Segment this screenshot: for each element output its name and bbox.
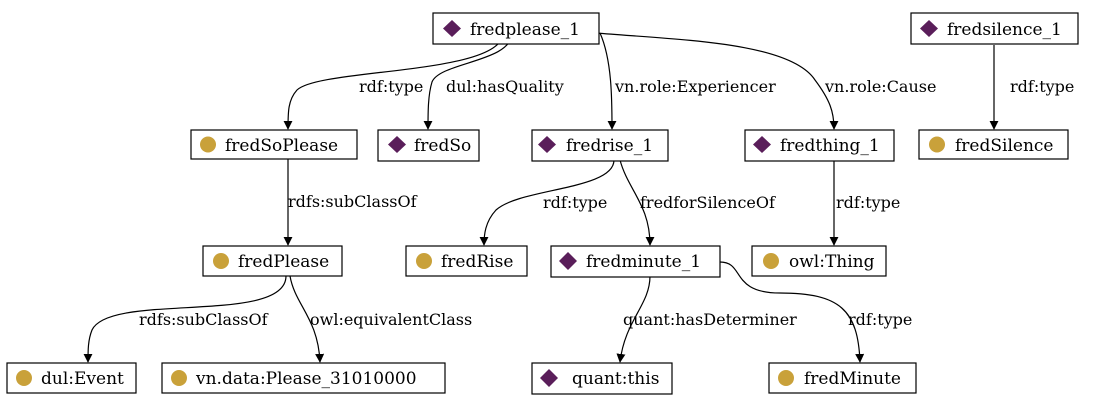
- diamond-icon: [559, 252, 577, 270]
- circle-icon: [778, 370, 794, 386]
- diamond-icon: [443, 20, 461, 37]
- edge-e7: [479, 159, 615, 246]
- circle-icon: [929, 136, 945, 153]
- node-label: owl:Thing: [789, 252, 875, 272]
- diamond-icon: [920, 20, 938, 37]
- node-fredrise_1[interactable]: fredrise_1: [531, 129, 669, 162]
- edge-label-e2: dul:hasQuality: [446, 77, 564, 96]
- node-fredsilence_1[interactable]: fredsilence_1: [910, 12, 1079, 45]
- edge-label-e12: quant:hasDeterminer: [623, 310, 797, 329]
- circle-icon: [416, 253, 432, 269]
- node-label: fredMinute: [804, 369, 901, 389]
- node-label: quant:this: [572, 369, 659, 389]
- node-fredPlease[interactable]: fredPlease: [202, 245, 343, 277]
- diamond-icon: [388, 136, 406, 153]
- circle-icon: [16, 370, 32, 386]
- node-label: fredSilence: [955, 136, 1053, 156]
- edge-e4: [595, 32, 839, 130]
- node-owl-thing[interactable]: owl:Thing: [751, 245, 887, 277]
- edge-label-e1: rdf:type: [359, 77, 423, 96]
- node-label: fredSoPlease: [225, 136, 338, 156]
- edge-label-e8: fredforSilenceOf: [640, 193, 776, 212]
- edge-label-e11: owl:equivalentClass: [310, 310, 472, 329]
- node-quant-this[interactable]: quant:this: [531, 362, 673, 395]
- node-fredSoPlease[interactable]: fredSoPlease: [190, 129, 358, 160]
- node-label: fredSo: [414, 136, 471, 156]
- node-fredplease_1[interactable]: fredplease_1: [432, 12, 600, 45]
- node-label: fredthing_1: [780, 136, 880, 156]
- node-label: fredrise_1: [566, 136, 653, 156]
- edge-label-e5: rdf:type: [1010, 77, 1074, 96]
- edge-e3: [599, 32, 617, 130]
- node-label: fredminute_1: [586, 252, 701, 272]
- edge-label-e13: rdf:type: [848, 310, 912, 329]
- diamond-icon: [540, 369, 558, 387]
- edge-label-e10: rdfs:subClassOf: [139, 310, 269, 329]
- node-vn-data-please[interactable]: vn.data:Please_31010000: [161, 362, 446, 394]
- node-fredRise[interactable]: fredRise: [405, 245, 528, 277]
- circle-icon: [200, 136, 216, 153]
- node-label: fredsilence_1: [947, 20, 1062, 40]
- node-fredSo[interactable]: fredSo: [377, 129, 480, 162]
- edge-label-e9: rdf:type: [836, 193, 900, 212]
- node-dul-event[interactable]: dul:Event: [6, 362, 137, 394]
- nodes: fredplease_1 fredsilence_1 fredSoPlease …: [6, 12, 1079, 395]
- circle-icon: [171, 370, 187, 386]
- edge-e10: [83, 275, 287, 363]
- circle-icon: [763, 253, 779, 269]
- edge-e1: [283, 32, 504, 130]
- node-fredminute_1[interactable]: fredminute_1: [550, 245, 721, 278]
- edge-label-e4: vn.role:Cause: [824, 77, 936, 96]
- node-label: fredplease_1: [470, 20, 580, 40]
- node-label: vn.data:Please_31010000: [195, 369, 417, 389]
- node-fredthing_1[interactable]: fredthing_1: [744, 129, 895, 162]
- edge-e2: [423, 32, 513, 130]
- edge-e12: [616, 275, 651, 363]
- node-fredMinute[interactable]: fredMinute: [768, 362, 917, 394]
- edge-label-e7: rdf:type: [543, 193, 607, 212]
- node-fredSilence[interactable]: fredSilence: [918, 129, 1069, 160]
- node-label: fredRise: [441, 252, 513, 272]
- edge-e11: [289, 275, 325, 363]
- node-label: fredPlease: [238, 252, 329, 272]
- edge-label-e6: rdfs:subClassOf: [288, 192, 418, 211]
- edge-label-e3: vn.role:Experiencer: [614, 77, 776, 96]
- circle-icon: [213, 253, 229, 269]
- diamond-icon: [538, 136, 556, 153]
- edge-e8: [619, 159, 655, 246]
- diamond-icon: [753, 136, 771, 153]
- node-label: dul:Event: [41, 369, 124, 389]
- edges: rdf:type dul:hasQuality vn.role:Experien…: [83, 32, 1074, 363]
- edge-e13: [719, 261, 865, 363]
